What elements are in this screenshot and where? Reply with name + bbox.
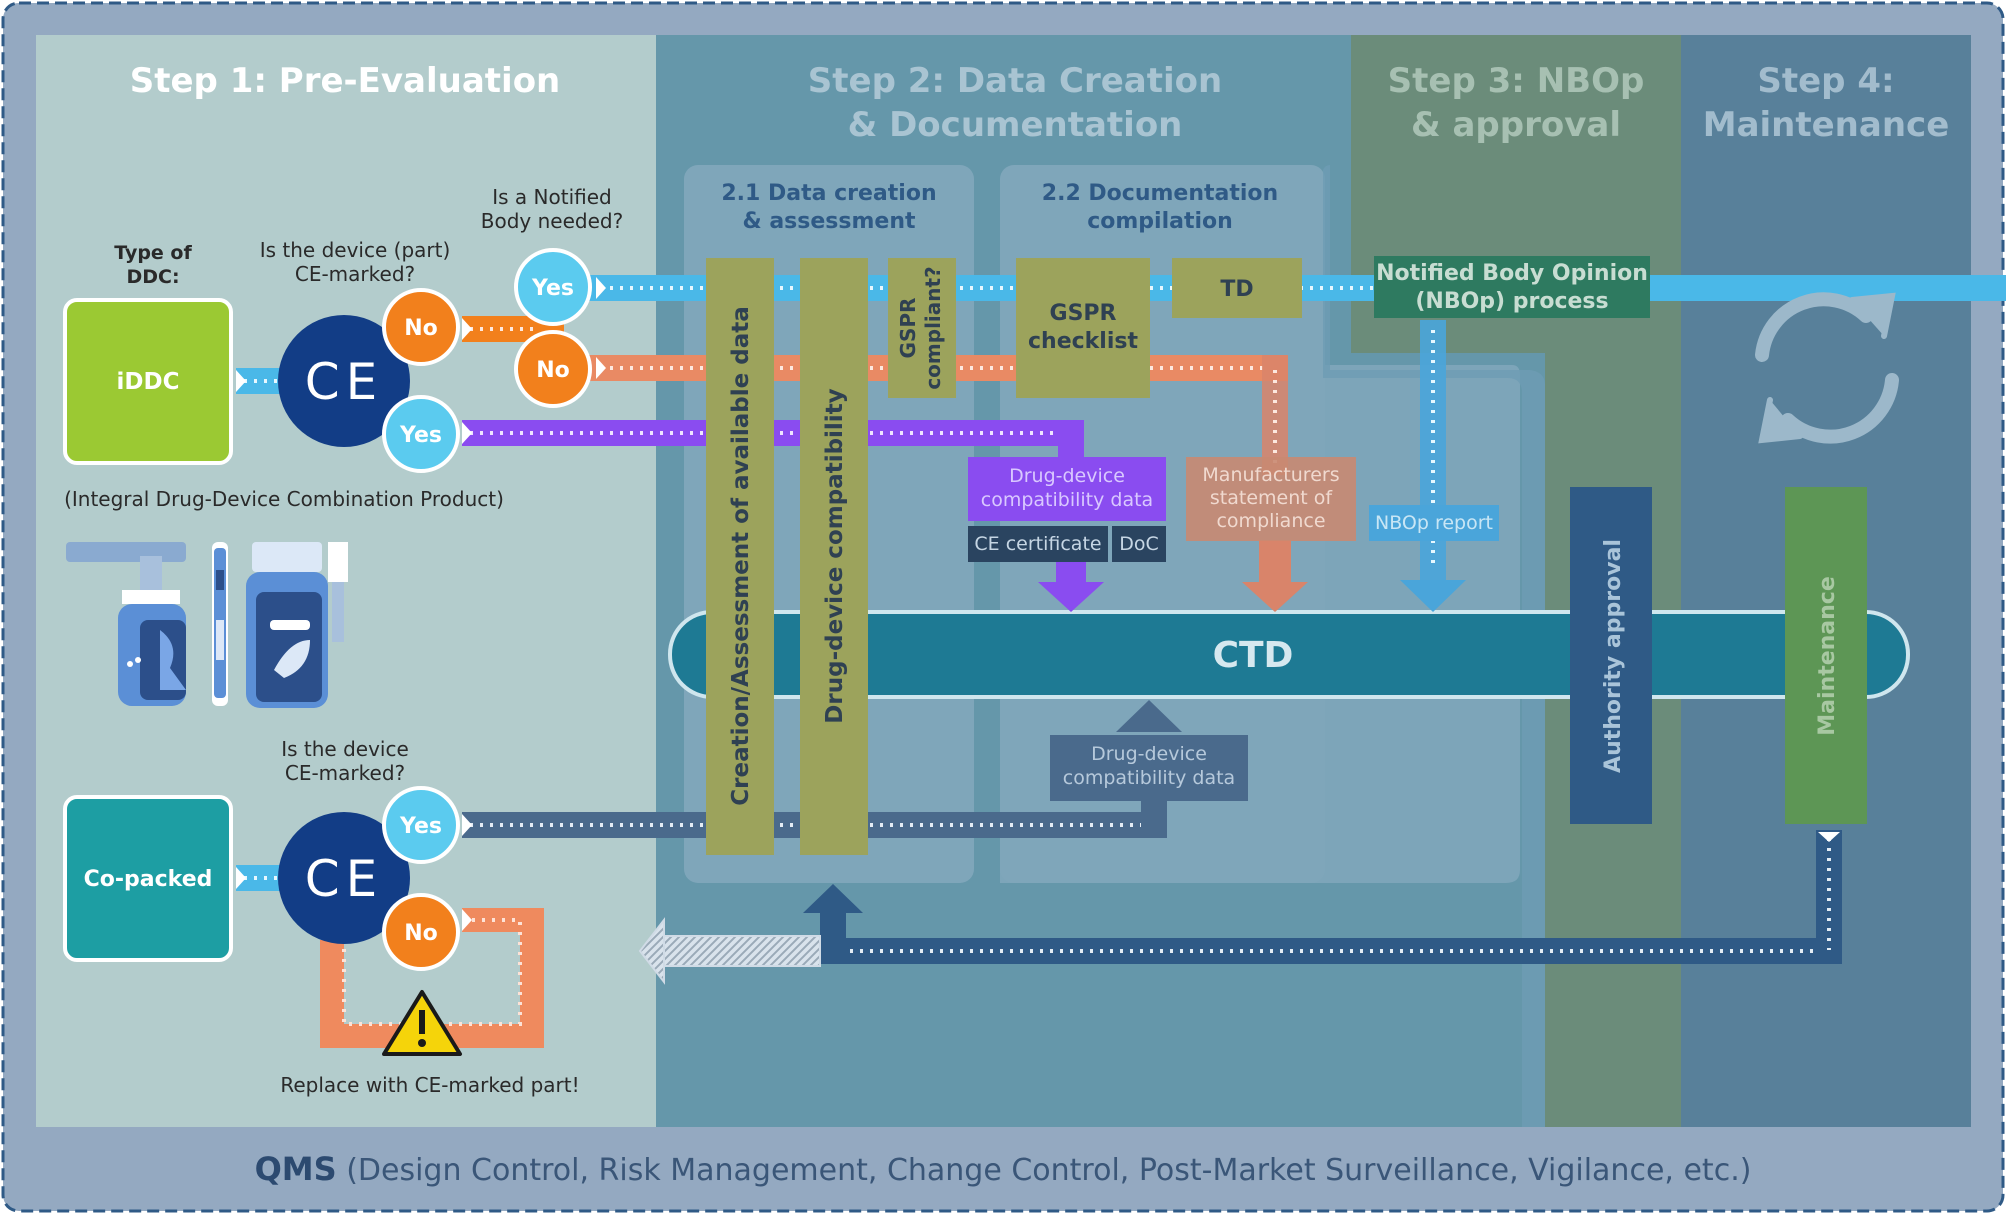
gspr-checklist-line1: GSPR (1050, 301, 1117, 326)
nbop-line1: Notified Body Opinion (1376, 261, 1648, 286)
creation-bar (706, 258, 774, 855)
iddc-label: iDDC (117, 369, 180, 395)
gspr-compliant-line1: GSPR (896, 298, 920, 359)
yes-bubble-nb (514, 248, 592, 326)
type-label-line1: Type of (114, 242, 192, 264)
step1-title: Step 1: Pre-Evaluation (130, 61, 561, 101)
iddc-box (63, 298, 233, 465)
no-label-nb: No (536, 358, 570, 383)
creation-bar-label: Creation/Assessment of available data (728, 306, 754, 806)
no-bubble-ce (382, 288, 460, 366)
ce-mark-bottom (278, 812, 410, 944)
nbop-line2: (NBOp) process (1415, 289, 1608, 314)
gspr-compliant-box (888, 258, 956, 398)
step4-title-line1: Step 4: (1757, 61, 1894, 101)
nbop-report-label: NBOp report (1375, 512, 1493, 534)
qms-detail: (Design Control, Risk Management, Change… (346, 1153, 1752, 1188)
iddc-caption: (Integral Drug-Device Combination Produc… (64, 487, 504, 511)
copacked-box (63, 795, 233, 962)
yes-label-copacked: Yes (399, 814, 442, 839)
yes-bubble-copacked (382, 786, 460, 864)
substep-2-1-title-line2: & assessment (742, 209, 915, 234)
yes-label-nb: Yes (531, 276, 574, 301)
nbop-report-box (1369, 505, 1499, 541)
q-ce-marked-part-line2: CE-marked? (295, 262, 415, 286)
compat-bar-label: Drug-device compatibility (822, 388, 848, 723)
no-label-copacked: No (404, 921, 438, 946)
ddc-data2-line2: compatibility data (1063, 767, 1235, 789)
ddc-data-line1: Drug-device (1009, 465, 1125, 487)
no-bubble-nb (514, 330, 592, 408)
nbop-box (1374, 256, 1650, 318)
td-box (1172, 258, 1302, 318)
manufacturers-box (1186, 457, 1356, 541)
ddc-data-box-2 (1050, 735, 1248, 801)
manufacturers-line2: statement of (1210, 487, 1333, 509)
manufacturers-line3: compliance (1216, 510, 1325, 532)
doc-box (1112, 526, 1166, 562)
copacked-label: Co-packed (84, 867, 213, 892)
step2-title-line2: & Documentation (848, 105, 1183, 145)
yes-bubble-ce (382, 395, 460, 473)
step4-title-line2: Maintenance (1703, 105, 1950, 145)
q-notified-line2: Body needed? (481, 209, 623, 233)
gspr-compliant-line2: compliant? (921, 266, 945, 389)
ddc-data-box (968, 457, 1166, 521)
device-illustrations (66, 542, 348, 708)
td-label: TD (1220, 277, 1253, 302)
maintenance-label: Maintenance (1815, 576, 1840, 736)
step3-title-line2: & approval (1411, 105, 1621, 145)
gspr-checklist-line2: checklist (1028, 329, 1138, 354)
yes-label-ce: Yes (399, 423, 442, 448)
ce-certificate-label: CE certificate (974, 533, 1101, 555)
ce-mark-top-label: CE (305, 353, 384, 411)
gspr-checklist-box (1016, 258, 1150, 398)
replace-note: Replace with CE-marked part! (280, 1073, 579, 1097)
qms-footer: QMS (Design Control, Risk Management, Ch… (0, 1140, 2006, 1198)
substep-2-1-title-line1: 2.1 Data creation (721, 181, 936, 206)
q-ce-marked-part-line1: Is the device (part) (260, 238, 451, 262)
step3-title-line1: Step 3: NBOp (1388, 61, 1645, 101)
q-ce-marked-line1: Is the device (281, 737, 409, 761)
step2-title-line1: Step 2: Data Creation (808, 61, 1222, 101)
type-label-line2: DDC: (126, 266, 179, 288)
maintenance-bar (1785, 487, 1867, 824)
manufacturers-line1: Manufacturers (1202, 464, 1339, 486)
doc-label: DoC (1119, 533, 1159, 555)
substep-2-2-title-line1: 2.2 Documentation (1042, 181, 1278, 206)
warning-icon (382, 990, 462, 1056)
q-notified-line1: Is a Notified (492, 185, 611, 209)
authority-bar (1570, 487, 1652, 824)
no-label-ce: No (404, 316, 438, 341)
refresh-icon (1755, 292, 1899, 444)
substep-2-2-title-line2: compilation (1087, 209, 1233, 234)
ce-mark-top (278, 315, 410, 447)
q-ce-marked-line2: CE-marked? (285, 761, 405, 785)
ce-mark-bottom-label: CE (305, 850, 384, 908)
ctd-label: CTD (1213, 635, 1294, 676)
compat-bar (800, 258, 868, 855)
ddc-data2-line1: Drug-device (1091, 743, 1207, 765)
ce-certificate-box (968, 526, 1108, 562)
qms-label: QMS (254, 1150, 337, 1188)
authority-label: Authority approval (1601, 539, 1626, 773)
no-bubble-copacked (382, 893, 460, 971)
ddc-data-line2: compatibility data (981, 489, 1153, 511)
